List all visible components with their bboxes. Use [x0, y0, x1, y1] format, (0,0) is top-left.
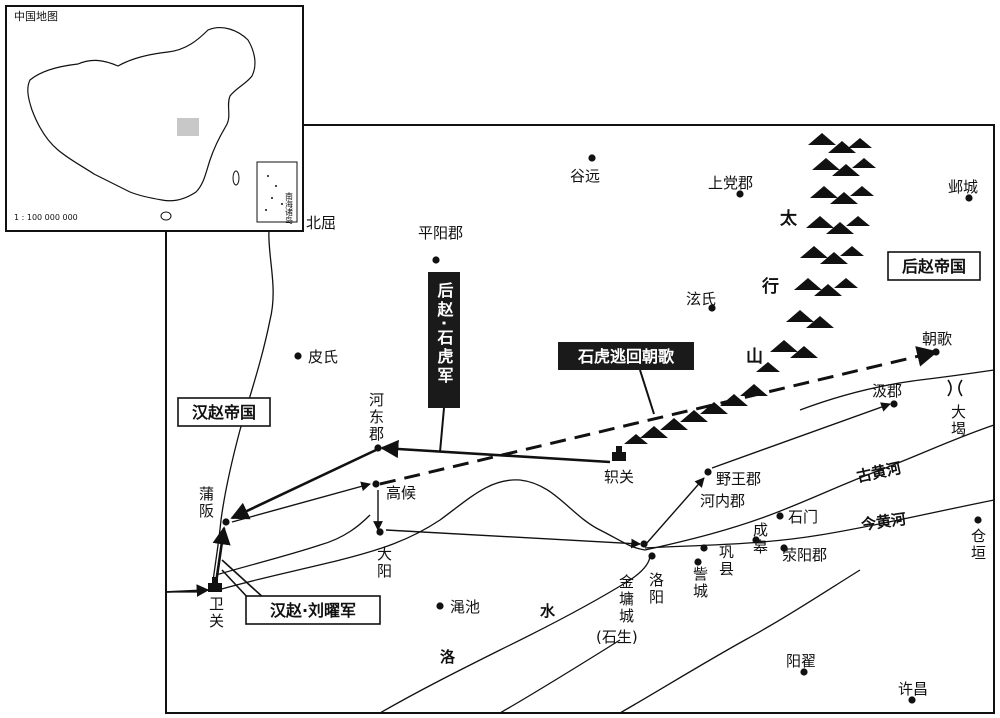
place-pingyang: 平阳郡 [418, 224, 463, 242]
route-jinyong-to-yewang [645, 477, 705, 545]
place-chaoge: 朝歌 [922, 330, 952, 348]
pass-icon-weiguan [208, 577, 222, 592]
pass-icon-jiguan [612, 446, 626, 461]
place-chenggao: 成皋 [751, 522, 769, 556]
label-box-shihu-retreat: 石虎逃回朝歌 [558, 342, 694, 370]
huanghe-south-channel [644, 499, 995, 549]
city-dots [222, 154, 982, 704]
route-hedong-to-puban [230, 448, 377, 520]
han-zhao-label: 汉赵帝国 [192, 403, 256, 422]
nanhai-label: 南海诸岛 [285, 191, 294, 225]
routes [165, 346, 939, 601]
place-shimen: 石门 [788, 508, 818, 526]
river-shui: 水 [540, 602, 556, 620]
china-outline [27, 27, 256, 202]
route-shihu-to-hedong [380, 439, 611, 464]
place-hedong: 河东郡 [367, 392, 385, 443]
inset-title: 中国地图 [14, 10, 58, 23]
place-luoyang: 洛阳 [647, 572, 665, 606]
place-dayang: 大阳 [375, 546, 393, 580]
mountain-char-hang: 行 [761, 276, 779, 297]
eastern-stream [619, 569, 861, 714]
place-guyuan: 谷远 [570, 167, 600, 185]
luo-tributary [499, 639, 621, 714]
inset-focus-region [177, 118, 199, 136]
mountain-char-shan: 山 [746, 347, 763, 367]
shihu-army-label: 后赵·石虎军 [435, 282, 455, 386]
huanghe-main-channel [644, 424, 995, 551]
inset-scale: 1 : 100 000 000 [14, 213, 78, 222]
place-henei: 河内郡 [700, 492, 745, 510]
liuyao-army-label: 汉赵·刘曜军 [270, 601, 356, 620]
dam-icon [947, 379, 963, 397]
place-shangdang: 上党郡 [708, 174, 753, 192]
place-jijun: 汲郡 [872, 382, 902, 400]
mountain-char-tai: 太 [780, 208, 798, 229]
route-retreat-dashed [379, 346, 939, 486]
place-mianchi: 渑池 [450, 598, 480, 616]
place-cangyuan: 仓垣 [969, 528, 987, 562]
callout-pointer-shihu [439, 407, 445, 453]
route-puban-to-gaohou [231, 481, 371, 523]
taiwan-island [232, 170, 240, 186]
place-yewang: 野王郡 [716, 470, 761, 488]
place-jiguan: 轵关 [604, 468, 634, 486]
route-yewang-to-jijun [711, 402, 891, 469]
place-dajie: 大堨 [949, 404, 967, 438]
route-weiguan-to-puban [212, 526, 231, 584]
huanghe-north-bank [215, 514, 371, 576]
place-xingyang: 荥阳郡 [782, 546, 827, 564]
place-gong: 巩县 [717, 544, 735, 578]
route-liuyao-pointer-1 [221, 559, 267, 601]
place-weiguan: 卫关 [207, 596, 225, 630]
place-pishi: 皮氏 [308, 348, 338, 366]
shihu-retreat-label: 石虎逃回朝歌 [577, 347, 675, 366]
nanhai-inset [256, 161, 298, 223]
river-luo: 洛 [440, 648, 456, 666]
inset-map: 中国地图 南海诸岛 1 : 100 000 000 [5, 5, 304, 232]
huanghe-south-bank [217, 479, 646, 591]
place-puban: 蒲阪 [197, 486, 215, 520]
callout-pointer-retreat [639, 369, 655, 415]
route-liuyao-pointer-2 [221, 569, 251, 601]
later-zhao-label: 后赵帝国 [902, 257, 966, 276]
hainan-island [160, 211, 172, 221]
nanhai-islands [265, 175, 283, 211]
place-jinyong: 金墉城 [617, 574, 635, 625]
label-box-liuyao: 汉赵·刘曜军 [245, 595, 381, 625]
place-xuchang: 许昌 [898, 680, 928, 698]
place-gaohou: 高候 [386, 484, 416, 502]
route-left-arrow [165, 584, 210, 597]
place-zhi: 訾城 [691, 566, 709, 600]
place-shisheng: (石生) [596, 628, 638, 646]
place-xuanshi: 泫氏 [686, 290, 716, 308]
ji-river [799, 369, 995, 411]
place-yangdi: 阳翟 [786, 652, 816, 670]
label-box-later-zhao: 后赵帝国 [887, 251, 981, 281]
place-yecheng: 邺城 [948, 178, 978, 196]
label-box-han-zhao: 汉赵帝国 [177, 397, 271, 427]
label-box-shihu-army: 后赵·石虎军 [428, 272, 460, 408]
luo-river [379, 554, 651, 714]
place-beiqu: 北屈 [306, 214, 336, 232]
route-dayang-to-jinyong [385, 529, 641, 549]
